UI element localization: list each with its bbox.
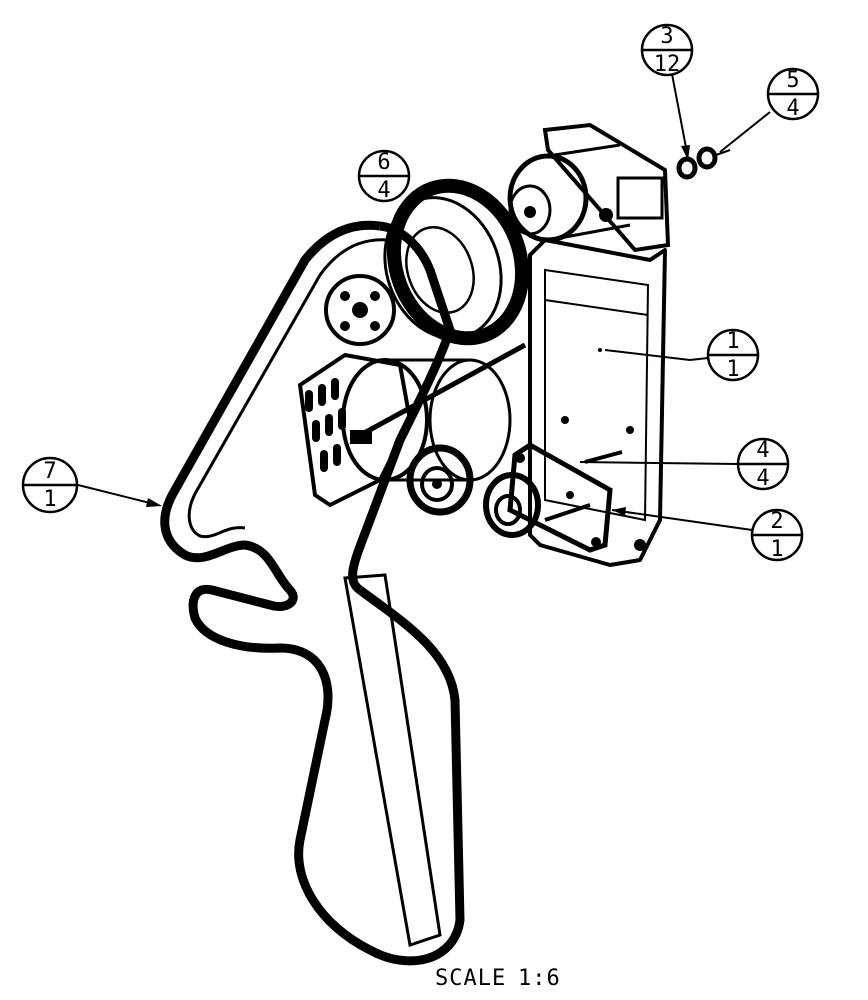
- callout-item-number: 7: [43, 459, 56, 484]
- callout-item-qty: 1: [770, 537, 783, 562]
- electric-motor: [507, 122, 671, 253]
- callout-item-2: 2 1: [611, 507, 804, 562]
- callout-item-4: 4 4: [579, 437, 790, 491]
- washer-nut: [676, 156, 698, 180]
- callout-item-number: 6: [377, 150, 390, 175]
- callout-item-number: 3: [660, 24, 673, 49]
- callout-item-number: 5: [786, 68, 799, 93]
- callout-item-number: 2: [770, 509, 783, 534]
- callout-item-qty: 4: [756, 466, 769, 491]
- idler-pulley-small: [406, 444, 474, 516]
- scale-note: SCALE 1:6: [435, 966, 561, 991]
- callout-item-number: 1: [726, 329, 739, 354]
- callout-item-1: 1 1: [689, 328, 760, 382]
- callout-item-3: 3 12: [640, 23, 694, 160]
- callout-item-6: 6 4: [357, 149, 411, 203]
- callout-item-qty: 4: [786, 96, 799, 121]
- callout-item-7: 7 1: [21, 456, 162, 514]
- mounting-bracket: [528, 238, 691, 567]
- callout-item-qty: 1: [726, 357, 739, 382]
- hex-nut: [696, 146, 731, 170]
- scale-label: SCALE: [435, 966, 506, 991]
- callout-item-5: 5 4: [719, 67, 820, 153]
- callout-item-qty: 1: [43, 487, 56, 512]
- callout-item-qty: 12: [654, 52, 681, 77]
- callout-item-number: 4: [756, 438, 769, 463]
- serpentine-belt: [160, 220, 465, 966]
- scale-value: 1:6: [518, 966, 561, 991]
- tensioner-assembly: [483, 442, 623, 553]
- callout-item-qty: 4: [377, 178, 390, 203]
- large-pulley: [383, 178, 530, 346]
